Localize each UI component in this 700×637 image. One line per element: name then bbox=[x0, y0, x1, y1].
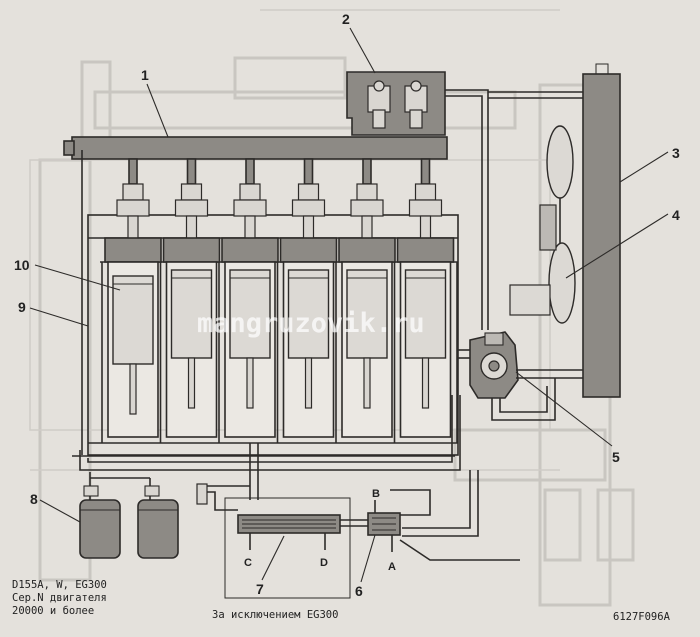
note-exception: За исключением EG300 bbox=[212, 609, 338, 621]
thermostat-valve bbox=[367, 500, 401, 552]
injector-top-4 bbox=[297, 183, 320, 201]
piston-5 bbox=[346, 269, 388, 359]
connecting-rod-6 bbox=[421, 357, 430, 409]
cylinder-head-6 bbox=[396, 237, 455, 263]
injector-top-5 bbox=[356, 183, 378, 201]
fuel-pump-assembly bbox=[346, 71, 446, 136]
callout-5: 5 bbox=[612, 449, 620, 465]
callout-leaders bbox=[29, 27, 669, 583]
callout-3: 3 bbox=[672, 145, 680, 161]
callout-8: 8 bbox=[30, 491, 38, 507]
injector-body-5 bbox=[350, 199, 384, 217]
cylinder-head-5 bbox=[338, 237, 396, 263]
connecting-rod-2 bbox=[187, 357, 196, 409]
injector-top-6 bbox=[414, 183, 437, 201]
callout-1: 1 bbox=[141, 67, 149, 83]
connecting-rod-1 bbox=[129, 363, 137, 415]
water-pump bbox=[469, 331, 519, 399]
injector-top-2 bbox=[180, 183, 203, 201]
piston-3 bbox=[229, 269, 271, 359]
radiator-cap bbox=[595, 63, 609, 75]
piston-2 bbox=[170, 269, 213, 359]
injector-feed-6 bbox=[420, 158, 431, 185]
callout-10: 10 bbox=[14, 257, 30, 273]
injector-feed-3 bbox=[245, 158, 255, 185]
cooling-fan bbox=[509, 125, 576, 324]
callout-4: 4 bbox=[672, 207, 680, 223]
injector-feed-1 bbox=[128, 158, 138, 185]
injector-body-3 bbox=[233, 199, 267, 217]
injector-feed-2 bbox=[186, 158, 197, 185]
injector-top-1 bbox=[122, 183, 144, 201]
port-letter-c: C bbox=[244, 557, 252, 569]
exception-frame bbox=[224, 497, 351, 599]
injector-body-2 bbox=[174, 199, 209, 217]
port-letter-b: B bbox=[372, 488, 380, 500]
check-valve bbox=[196, 483, 208, 505]
cylinder-head-4 bbox=[279, 237, 338, 263]
callout-9: 9 bbox=[18, 299, 26, 315]
note-threshold: 20000 и более bbox=[12, 605, 94, 617]
piston-4 bbox=[287, 269, 330, 359]
note-model: D155A, W, EG300 bbox=[12, 579, 107, 591]
callout-2: 2 bbox=[342, 11, 350, 27]
injector-body-4 bbox=[291, 199, 326, 217]
callout-7: 7 bbox=[256, 581, 264, 597]
radiator bbox=[582, 73, 621, 398]
watermark: mangruzovik.ru bbox=[197, 308, 425, 339]
cylinder-head-2 bbox=[162, 237, 221, 263]
injector-feed-4 bbox=[303, 158, 314, 185]
port-letter-d: D bbox=[320, 557, 328, 569]
callout-6: 6 bbox=[355, 583, 363, 599]
coolant-lines bbox=[445, 89, 583, 421]
piston-6 bbox=[404, 269, 447, 359]
fuel-header-pipe bbox=[71, 136, 448, 160]
fuel-filters bbox=[79, 485, 179, 559]
connecting-rod-4 bbox=[304, 357, 313, 409]
injector-top-3 bbox=[239, 183, 261, 201]
cylinder-head-3 bbox=[221, 237, 279, 263]
port-letter-a: A bbox=[388, 561, 396, 573]
injector-feed-5 bbox=[362, 158, 372, 185]
figure-code: 6127F096A bbox=[613, 611, 671, 623]
cylinder-bank bbox=[101, 158, 458, 443]
connecting-rod-3 bbox=[246, 357, 254, 409]
note-serial: Сер.N двигателя bbox=[12, 592, 107, 604]
cylinder-head-1 bbox=[104, 237, 162, 263]
injector-body-1 bbox=[116, 199, 150, 217]
fuel-header-cap bbox=[63, 140, 75, 156]
injector-body-6 bbox=[408, 199, 443, 217]
connecting-rod-5 bbox=[363, 357, 371, 409]
fuel-cooler bbox=[237, 514, 341, 550]
